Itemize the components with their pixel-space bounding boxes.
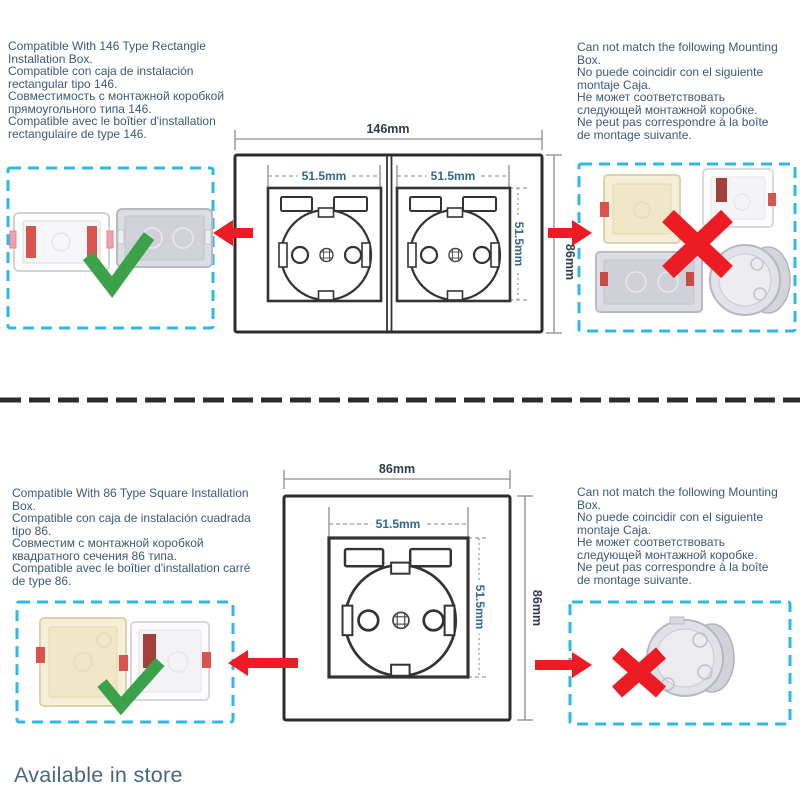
availability-text: Available in store: [14, 763, 183, 787]
text-line: прямоугольного типа 146.: [8, 101, 152, 116]
dimension-lines: [234, 130, 562, 334]
text-line: No puede coincidir con el siguiente: [577, 510, 764, 524]
socket-module-right: [395, 186, 512, 303]
text-line: Не может соответствовать: [577, 535, 725, 549]
socket-module-left: [266, 186, 383, 303]
text-line: Can not match the following Mounting: [577, 40, 778, 54]
text-line: следующей монтажной коробке.: [577, 547, 758, 562]
arrow-left-icon: [228, 650, 298, 676]
check-icon: [82, 232, 155, 298]
x-icon: [662, 209, 733, 279]
text-line: Compatible With 146 Type Rectangle: [8, 39, 206, 53]
dim-label-panel-width-86: 86mm: [378, 462, 416, 476]
dim-label-module-width: 51.5mm: [371, 517, 425, 531]
dim-label-module-width-left: 51.5mm: [297, 169, 351, 183]
text-line: Compatible con caja de instalación cuadr…: [12, 511, 251, 525]
dim-label-panel-height-86: 86mm: [530, 589, 544, 627]
text-line: Compatible con caja de instalación: [8, 64, 194, 78]
text-line: rectangular tipo 146.: [8, 76, 118, 91]
incompatible-box-frame-146: [577, 162, 797, 333]
compatible-box-frame-146: [6, 166, 215, 330]
arrow-right-icon: [548, 220, 592, 246]
text-line: Compatible avec le boîtier d'installatio…: [8, 114, 216, 128]
text-line: de montage suivante.: [577, 127, 692, 142]
text-line: Ne peut pas correspondre à la boîte: [577, 115, 769, 129]
text-line: Ne peut pas correspondre à la boîte: [577, 560, 769, 574]
x-icon: [612, 647, 666, 698]
dim-label-module-height: 51.5mm: [512, 217, 526, 271]
text-line: Box.: [12, 498, 37, 513]
text-line: de type 86.: [12, 573, 72, 588]
text-line: Compatible With 86 Type Square Installat…: [12, 486, 249, 500]
text-line: montaje Caja.: [577, 77, 652, 92]
text-line: tipo 86.: [12, 523, 52, 538]
socket-panel-diagram-146: [233, 130, 562, 334]
arrow-left-icon: [213, 220, 253, 246]
text-line: Не может соответствовать: [577, 90, 725, 104]
compatible-text-146: Compatible With 146 Type Rectangle Insta…: [8, 40, 248, 140]
text-line: следующей монтажной коробке.: [577, 102, 758, 117]
socket-panel-diagram-86: [282, 470, 533, 722]
arrow-right-icon: [535, 652, 592, 678]
text-line: Box.: [577, 52, 602, 67]
dim-label-module-height: 51.5mm: [473, 580, 487, 634]
text-line: Box.: [577, 497, 602, 512]
compatible-text-86: Compatible With 86 Type Square Installat…: [12, 487, 274, 587]
text-line: квадратного сечения 86 типа.: [12, 548, 177, 563]
dimension-lines: [283, 470, 533, 721]
mounting-box-round-image: [646, 616, 735, 697]
socket-module: [327, 536, 470, 679]
text-line: No puede coincidir con el siguiente: [577, 65, 764, 79]
check-icon: [97, 658, 165, 716]
text-line: Compatible avec le boîtier d'installatio…: [12, 561, 251, 575]
text-line: Can not match the following Mounting: [577, 485, 778, 499]
incompatible-text-146: Can not match the following Mounting Box…: [577, 41, 800, 141]
text-line: Совместим с монтажной коробкой: [12, 536, 204, 550]
text-line: Совместимость с монтажной коробкой: [8, 89, 225, 103]
text-line: rectangulaire de type 146.: [8, 126, 147, 141]
installation-box-146-white-image: [9, 212, 114, 272]
text-line: de montage suivante.: [577, 572, 692, 587]
incompatible-text-86: Can not match the following Mounting Box…: [577, 486, 800, 586]
mounting-box-round-image: [709, 244, 791, 316]
dim-label-module-width-right: 51.5mm: [426, 169, 480, 183]
text-line: montaje Caja.: [577, 522, 652, 537]
dim-label-panel-height-86: 86mm: [563, 243, 577, 281]
text-line: Installation Box.: [8, 51, 93, 66]
dim-label-panel-width-146: 146mm: [366, 122, 410, 136]
mounting-box-cream-square-image: [600, 174, 681, 244]
installation-box-86-cream-image: [36, 617, 128, 707]
